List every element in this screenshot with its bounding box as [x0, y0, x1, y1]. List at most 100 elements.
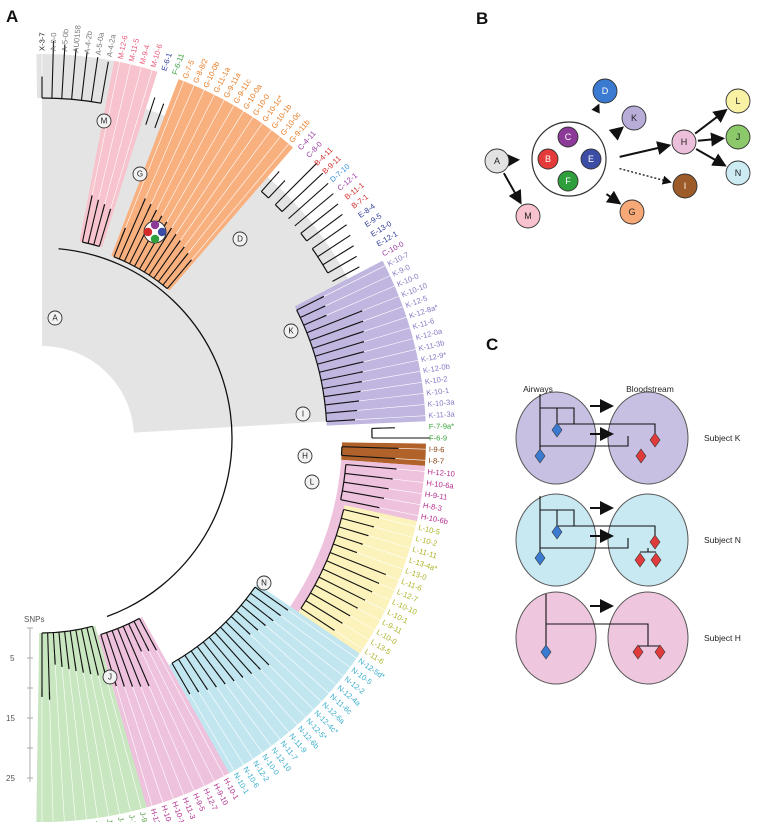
leaf-branch	[163, 104, 164, 106]
network-node-label: H	[681, 137, 688, 147]
node-label: K	[288, 327, 294, 336]
subject-label: Subject N	[704, 535, 741, 545]
leaf-branch	[359, 372, 363, 373]
leaf-label: K-10-2	[424, 374, 448, 386]
leaf-guide	[342, 209, 350, 215]
node-label: D	[237, 235, 243, 244]
network-node-label: F	[565, 176, 571, 186]
network-node-label: C	[565, 132, 572, 142]
leaf-branch	[357, 391, 361, 392]
snp-tick-5: 5	[10, 654, 15, 663]
cluster-dot-c	[151, 221, 159, 229]
panel-c-label: C	[486, 335, 498, 354]
airways-compartment	[516, 592, 596, 684]
leaf-label: K-11-3a	[428, 409, 456, 420]
leaf-label: K-10-1	[426, 386, 450, 398]
leaf-branch	[360, 362, 363, 363]
airways-compartment	[516, 494, 596, 586]
network-edge	[620, 169, 671, 183]
network-node-label: M	[524, 211, 532, 221]
leaf-label: A-4-2b	[82, 30, 94, 54]
network-node-label: G	[628, 207, 635, 217]
leaf-branch	[371, 526, 373, 527]
leaf-branch	[358, 267, 359, 268]
leaf-branch	[278, 172, 279, 173]
clade-branch	[372, 428, 393, 429]
leaf-branch	[349, 235, 350, 236]
leaf-label: H-9-11	[424, 490, 448, 502]
leaf-label: A-0-0	[49, 32, 59, 51]
subject-3: Subject H	[516, 592, 741, 684]
node-label: M	[101, 117, 108, 126]
network-edge	[698, 138, 723, 140]
subject-1: Subject K	[516, 392, 741, 484]
network-node-label: A	[494, 156, 500, 166]
subject-label: Subject K	[704, 433, 741, 443]
network-node-label: L	[735, 96, 740, 106]
node-label: I	[302, 410, 304, 419]
panel-a-label: A	[6, 7, 18, 26]
leaf-guide	[353, 236, 369, 246]
leaf-branch	[361, 342, 364, 343]
subject-label: Subject H	[704, 633, 741, 643]
node-bcef-cluster	[144, 221, 166, 243]
leaf-guide	[328, 183, 329, 184]
clade-branch	[289, 183, 329, 218]
leaf-guide	[349, 227, 362, 236]
network-edge	[695, 110, 726, 133]
bloodstream-compartment	[608, 494, 688, 586]
leaf-label: H-12-10	[427, 467, 455, 478]
leaf-branch	[377, 507, 379, 508]
node-label: A	[52, 314, 58, 323]
leaf-label: J-11-7	[116, 816, 129, 822]
leaf-branch	[55, 655, 56, 665]
leaf-label: I-9-6	[429, 445, 445, 454]
network-edge	[596, 105, 599, 112]
leaf-label: H-8-3	[422, 501, 442, 513]
cluster-dot-e	[158, 228, 166, 236]
leaf-branch	[349, 615, 351, 616]
node-label: N	[261, 579, 267, 588]
leaf-label: H-10-6a	[426, 478, 455, 490]
network-node-label: D	[602, 86, 609, 96]
leaf-branch	[364, 600, 365, 601]
leaf-branch	[284, 181, 285, 182]
network-edge	[620, 145, 670, 156]
clade-sectors	[36, 54, 426, 822]
network-node-label: B	[545, 154, 551, 164]
leaf-branch	[356, 256, 357, 257]
leaf-guide	[346, 218, 357, 225]
leaf-label: I-8-7	[428, 456, 444, 466]
network-node-label: J	[736, 132, 741, 142]
leaf-label: F-7-9a*	[429, 422, 455, 432]
leaf-branch	[356, 607, 357, 608]
leaf-branch	[353, 246, 354, 247]
network-node-label: E	[588, 154, 594, 164]
leaf-branch	[154, 98, 155, 100]
leaf-label: A-5-0a	[94, 31, 106, 56]
snp-scale-title: SNPs	[24, 615, 44, 624]
node-label: J	[108, 673, 112, 682]
node-label: G	[137, 170, 143, 179]
cluster-dot-f	[151, 235, 159, 243]
airways-compartment	[516, 392, 596, 484]
leaf-label: X-3-7	[38, 32, 47, 51]
leaf-guide	[393, 427, 426, 428]
network-edge	[615, 128, 623, 134]
cluster-dot-b	[144, 228, 152, 236]
leaf-guide	[338, 200, 343, 204]
bloodstream-compartment	[608, 392, 688, 484]
leaf-branch	[377, 517, 379, 518]
leaf-branch	[358, 382, 362, 383]
network-edge	[606, 194, 619, 203]
leaf-label: F-6-9	[429, 434, 447, 443]
leaf-label: K-10-3a	[427, 397, 455, 408]
network-edge	[504, 173, 521, 203]
snp-tick-25: 25	[6, 774, 15, 783]
leaf-guide	[333, 191, 336, 194]
panel-b-label: B	[476, 9, 488, 28]
